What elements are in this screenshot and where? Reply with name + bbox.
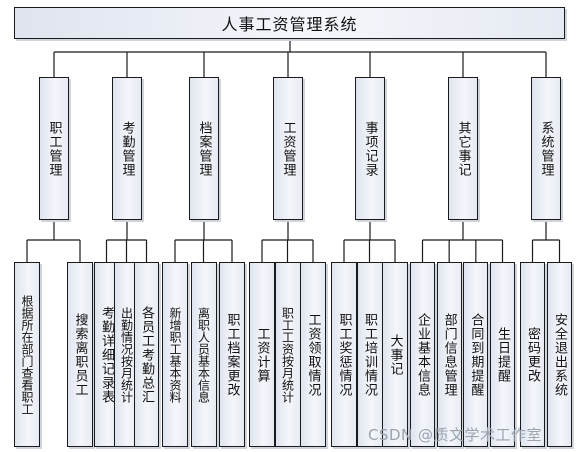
sub-function-box: 安全退出系统 bbox=[547, 262, 572, 447]
module-box: 档案管理 bbox=[189, 77, 219, 220]
sub-function-label: 职工培训情况 bbox=[362, 312, 377, 397]
sub-function-label: 离职人员基本信息 bbox=[196, 306, 211, 403]
sub-function-label: 考勤详细记录表 bbox=[99, 305, 114, 404]
sub-function-box: 密码更改 bbox=[520, 262, 545, 447]
system-title-box: 人事工资管理系统 bbox=[14, 7, 565, 39]
sub-function-label: 新增职工基本资料 bbox=[168, 306, 182, 403]
module-label: 事项记录 bbox=[362, 120, 378, 177]
system-title: 人事工资管理系统 bbox=[221, 15, 358, 34]
module-label: 职工管理 bbox=[46, 120, 62, 177]
sub-function-label: 生日提醒 bbox=[495, 326, 510, 383]
sub-function-box: 部门信息管理 bbox=[436, 262, 462, 447]
module-label: 档案管理 bbox=[196, 120, 212, 177]
sub-function-box: 大事记 bbox=[382, 262, 408, 447]
sub-function-label: 搜索离职员工 bbox=[72, 312, 88, 397]
module-label: 工资管理 bbox=[280, 120, 296, 177]
sub-function-box: 搜索离职员工 bbox=[67, 262, 93, 447]
sub-function-box: 根据所在部门查看职工 bbox=[14, 262, 40, 447]
sub-function-label: 工资领取情况 bbox=[305, 312, 321, 397]
sub-function-box: 职工档案更改 bbox=[219, 262, 245, 447]
module-box: 系统管理 bbox=[531, 77, 561, 220]
sub-function-label: 部门信息管理 bbox=[441, 312, 457, 397]
watermark: CSDN @质文学术工作室 bbox=[368, 426, 543, 444]
sub-function-label: 企业基本信息 bbox=[415, 312, 430, 397]
module-box: 职工管理 bbox=[39, 77, 69, 220]
module-label: 其它事记 bbox=[455, 120, 471, 177]
sub-function-label: 出勤情况按月统计 bbox=[119, 306, 134, 403]
module-box: 考勤管理 bbox=[112, 77, 142, 220]
module-box: 工资管理 bbox=[273, 77, 303, 220]
sub-function-label: 职工工资按月统计 bbox=[280, 306, 295, 403]
sub-function-box: 生日提醒 bbox=[490, 262, 515, 447]
sub-function-box: 各员工考勤总汇 bbox=[134, 262, 159, 447]
sub-function-label: 工资计算 bbox=[254, 326, 270, 383]
module-box: 其它事记 bbox=[448, 77, 478, 220]
sub-function-box: 工资领取情况 bbox=[300, 262, 326, 447]
sub-function-box: 职工培训情况 bbox=[356, 262, 383, 447]
sub-function-box: 合同到期提醒 bbox=[463, 262, 489, 447]
sub-function-box: 离职人员基本信息 bbox=[190, 262, 217, 447]
sub-function-box: 职工工资按月统计 bbox=[274, 262, 301, 447]
module-label: 考勤管理 bbox=[119, 120, 135, 177]
sub-function-label: 密码更改 bbox=[525, 326, 540, 383]
sub-function-box: 新增职工基本资料 bbox=[162, 262, 188, 447]
sub-function-label: 大事记 bbox=[387, 333, 403, 376]
sub-function-label: 职工奖惩情况 bbox=[336, 312, 352, 397]
sub-function-label: 根据所在部门查看职工 bbox=[20, 294, 34, 415]
sub-function-box: 职工奖惩情况 bbox=[331, 262, 357, 447]
sub-function-label: 安全退出系统 bbox=[552, 312, 567, 397]
sub-function-box: 工资计算 bbox=[249, 262, 275, 447]
module-label: 系统管理 bbox=[538, 120, 554, 177]
module-box: 事项记录 bbox=[355, 77, 385, 220]
sub-function-label: 合同到期提醒 bbox=[468, 312, 484, 397]
sub-function-label: 各员工考勤总汇 bbox=[139, 305, 154, 404]
sub-function-label: 职工档案更改 bbox=[224, 312, 240, 397]
sub-function-box: 企业基本信息 bbox=[410, 262, 435, 447]
